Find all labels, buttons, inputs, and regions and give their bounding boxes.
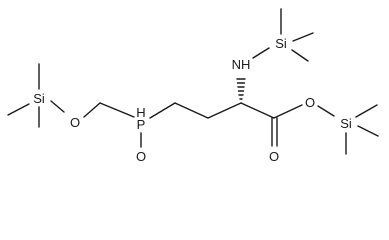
bond-ch2-p bbox=[99, 102, 135, 118]
bond-ch2-ch2 bbox=[174, 102, 209, 119]
atom-o-phosphoryl: O bbox=[136, 149, 146, 164]
alpha-carbon: NH bbox=[232, 47, 270, 100]
bond-si-top-methyl-down bbox=[291, 49, 309, 62]
bond-si-top-methyl-right bbox=[292, 32, 314, 42]
bond-carbonyl-o-ester bbox=[273, 104, 303, 119]
bond-ch2-calpha bbox=[207, 102, 242, 119]
molecule-canvas: Si O H P O NH Si bbox=[7, 8, 379, 164]
bond-si-left-methyl-left bbox=[7, 103, 30, 116]
bond-o-ester-si bbox=[317, 105, 335, 117]
atom-p-hydrogen: H bbox=[136, 105, 145, 120]
right-tms-group: Si bbox=[340, 104, 379, 155]
bond-p-ch2 bbox=[149, 102, 176, 119]
bond-si-right-methyl-up bbox=[355, 104, 378, 118]
carbon-chain bbox=[174, 102, 242, 119]
atom-si-top: Si bbox=[275, 36, 287, 51]
bond-si-left-o bbox=[50, 100, 65, 113]
bond-nh-si bbox=[252, 47, 270, 59]
atom-si-left: Si bbox=[33, 91, 45, 106]
ether-linkage: O bbox=[70, 102, 135, 130]
bond-o-ch2 bbox=[83, 102, 101, 118]
atom-o-ether: O bbox=[70, 115, 80, 130]
atom-p: P bbox=[137, 117, 146, 132]
bond-calpha-carbonyl bbox=[240, 102, 275, 119]
atom-nh: NH bbox=[232, 57, 251, 72]
structure-diagram: Si O H P O NH Si bbox=[7, 8, 379, 164]
left-tms-group: Si bbox=[7, 63, 65, 128]
hashed-wedge-bond bbox=[236, 78, 246, 100]
atom-o-ester: O bbox=[305, 95, 315, 110]
atom-o-carbonyl: O bbox=[269, 149, 279, 164]
ester-group: O O bbox=[240, 95, 335, 164]
phosphinate-group: H P O bbox=[136, 102, 176, 164]
top-tms-group: Si bbox=[275, 8, 314, 62]
bond-si-right-methyl-right bbox=[357, 125, 379, 137]
atom-si-right: Si bbox=[340, 116, 352, 131]
